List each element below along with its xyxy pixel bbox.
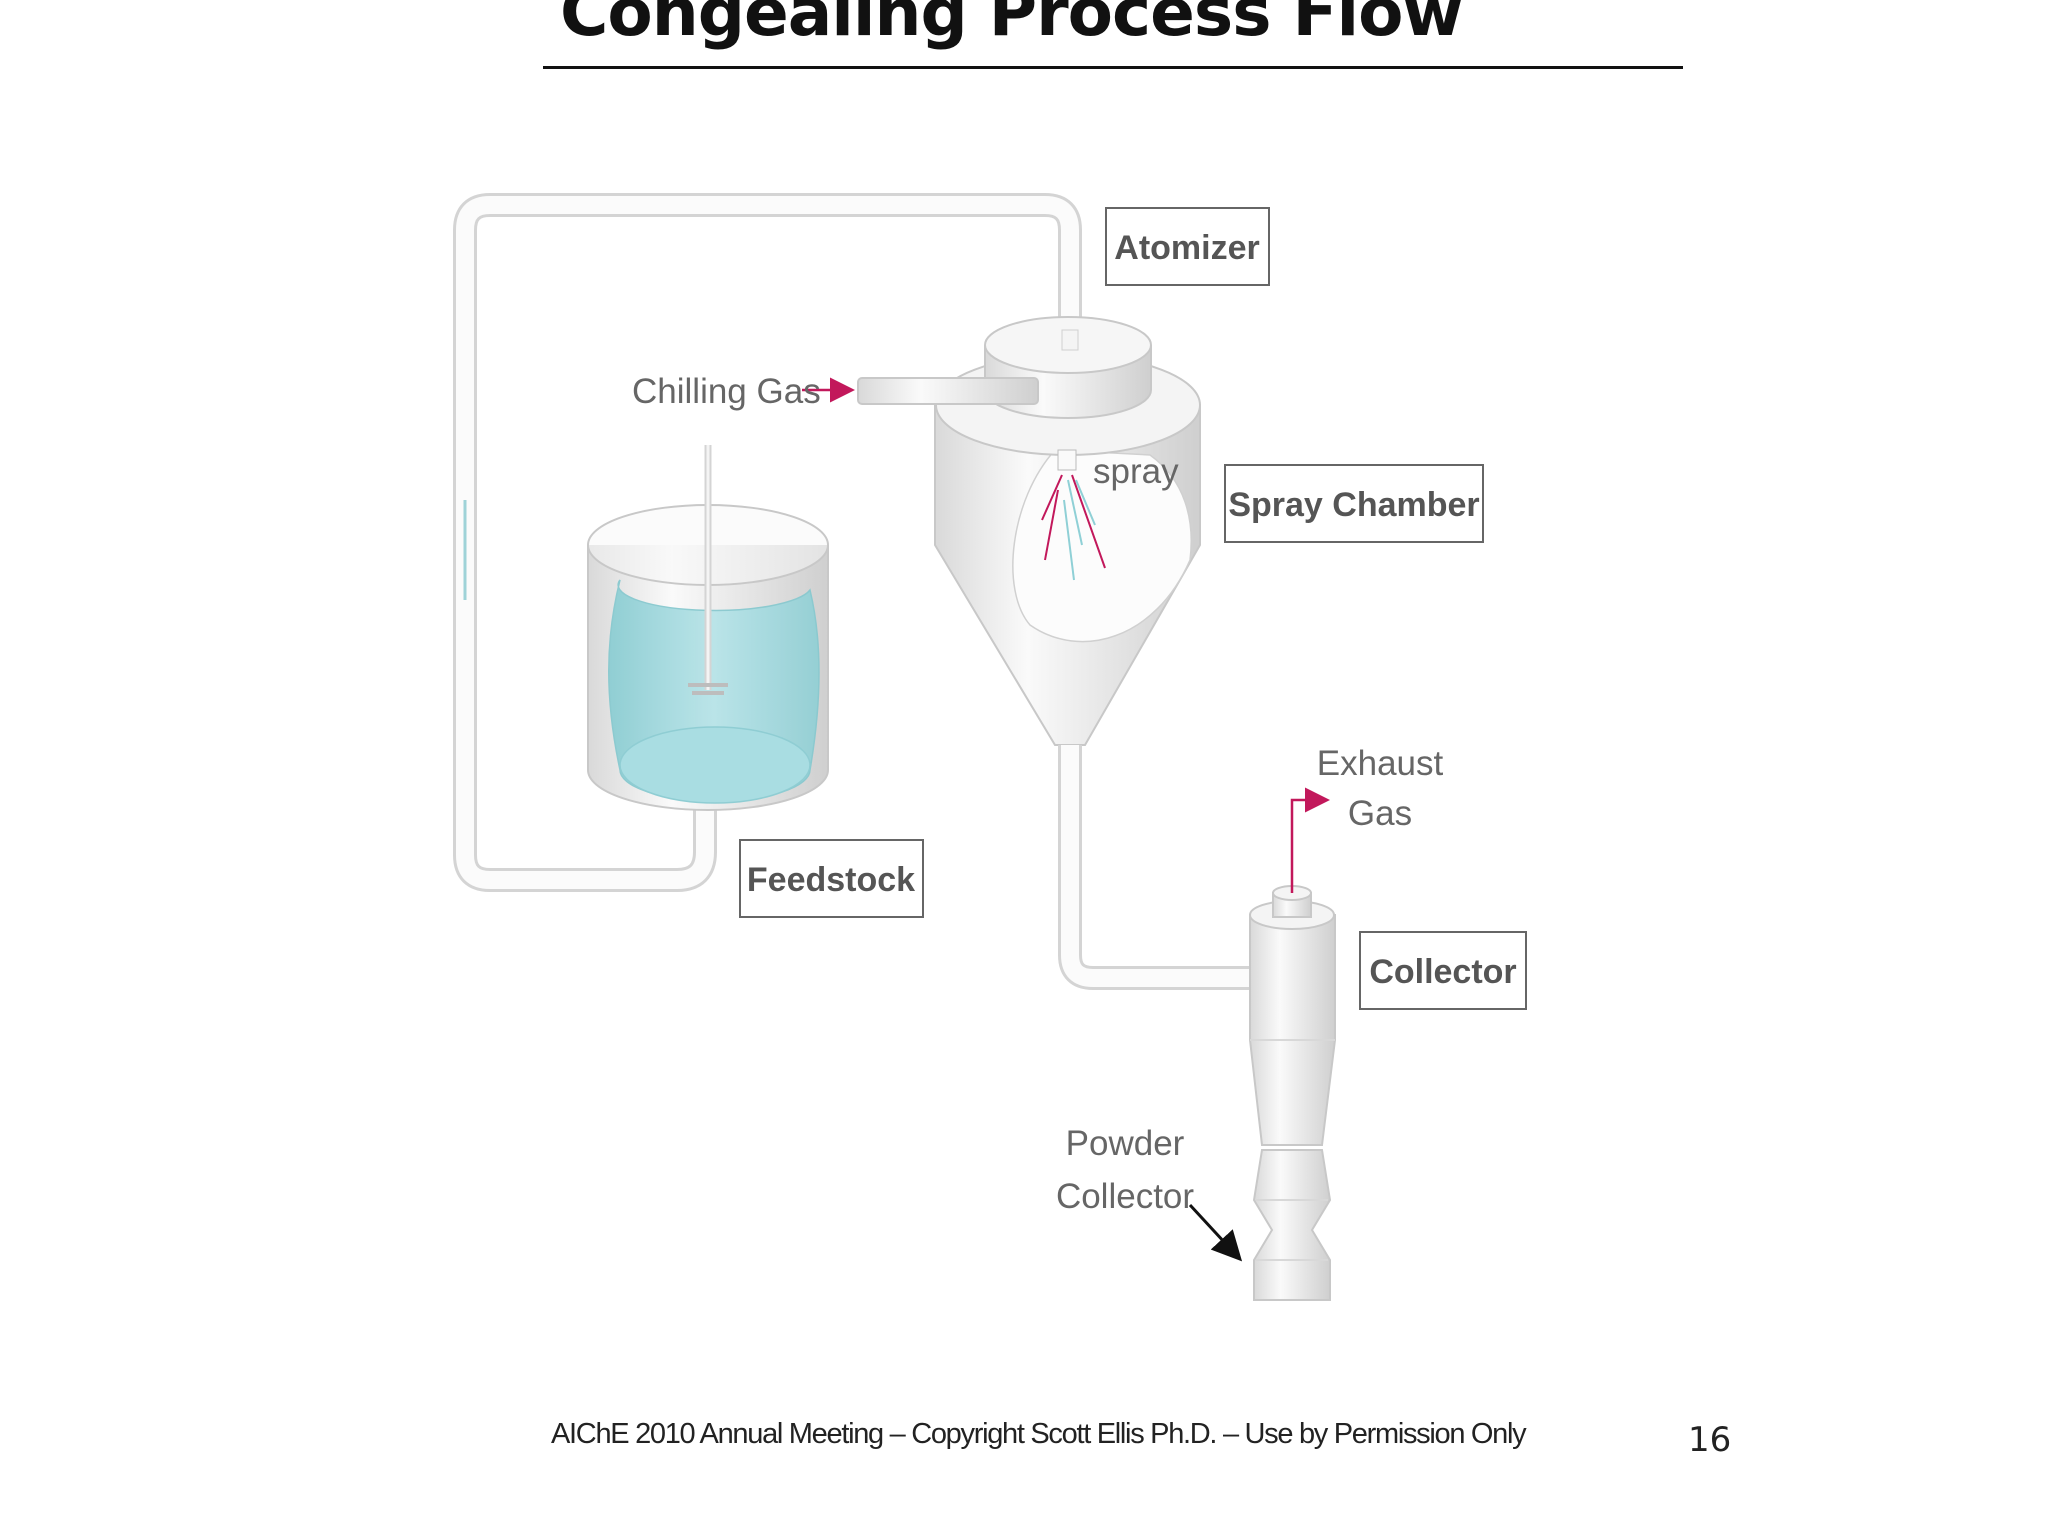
product-pipe: [1058, 745, 1262, 990]
spray-chamber-label: Spray Chamber: [1228, 486, 1479, 524]
atomizer-label: Atomizer: [1114, 229, 1259, 267]
feedstock-label: Feedstock: [747, 861, 915, 899]
exhaust-gas-line: [1290, 787, 1330, 893]
chilling-gas-label: Chilling Gas: [632, 372, 821, 411]
spray-chamber: [934, 316, 1201, 746]
cyclone-collector: [1249, 885, 1336, 1146]
footer-copyright: AIChE 2010 Annual Meeting – Copyright Sc…: [551, 1418, 1527, 1450]
slide-title: Congealing Process Flow: [560, 0, 1463, 51]
exhaust-gas-label-line2: Gas: [1348, 794, 1412, 833]
feedstock-tank: [587, 445, 829, 811]
title-rule: [543, 66, 1683, 69]
powder-collector-label-line1: Powder: [1066, 1124, 1185, 1163]
exhaust-gas-label-line1: Exhaust: [1317, 744, 1444, 783]
spray-chamber-label-box: Spray Chamber: [1224, 464, 1484, 543]
feedstock-label-box: Feedstock: [739, 839, 924, 918]
atomizer-label-box: Atomizer: [1105, 207, 1270, 286]
feed-pipe: [453, 193, 1082, 892]
spray-pattern: [1041, 474, 1106, 581]
powder-collector-vessel: [1252, 1149, 1332, 1301]
chilling-gas-inlet: [802, 377, 1039, 405]
powder-collector-pointer: [1188, 1203, 1243, 1262]
collector-label-box: Collector: [1359, 931, 1527, 1010]
page-number: 16: [1688, 1420, 1732, 1460]
powder-collector-label-line2: Collector: [1056, 1177, 1194, 1216]
collector-label: Collector: [1369, 953, 1516, 991]
spray-label: spray: [1093, 452, 1179, 491]
